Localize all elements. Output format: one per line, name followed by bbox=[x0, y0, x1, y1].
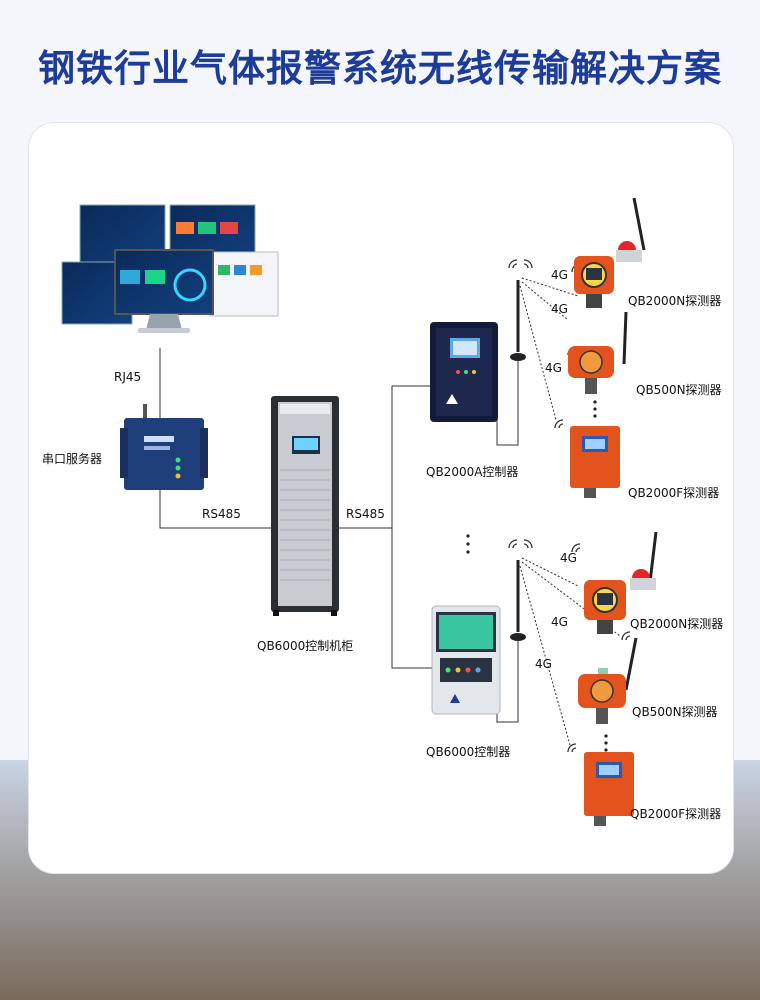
connection-lines bbox=[159, 348, 519, 723]
signal-4g-label: 4G bbox=[551, 615, 568, 629]
detector-qb2000f-bottom bbox=[584, 752, 634, 826]
qb2000a-controller-device bbox=[430, 322, 498, 422]
control-cabinet bbox=[271, 396, 339, 616]
signal-4g-label: 4G bbox=[551, 302, 568, 316]
signal-4g-label: 4G bbox=[560, 551, 577, 565]
antenna-icon bbox=[510, 280, 526, 641]
detector-qb2000n-bottom-label: QB2000N探测器 bbox=[630, 617, 724, 631]
detector-qb500n-top bbox=[568, 311, 628, 394]
detector-qb2000n-bottom bbox=[584, 531, 658, 634]
detector-qb2000f-bottom-label: QB2000F探测器 bbox=[630, 807, 722, 821]
ellipsis-dots bbox=[466, 400, 608, 752]
serial-server-device bbox=[120, 404, 208, 490]
detector-qb500n-top-label: QB500N探测器 bbox=[636, 383, 722, 397]
signal-4g-label: 4G bbox=[545, 361, 562, 375]
rj45-label: RJ45 bbox=[114, 370, 142, 384]
qb2000a-controller-label: QB2000A控制器 bbox=[426, 465, 519, 479]
monitoring-software-screens bbox=[61, 204, 279, 333]
qb6000-controller-label: QB6000控制器 bbox=[426, 745, 511, 759]
detector-qb500n-bottom-label: QB500N探测器 bbox=[632, 705, 718, 719]
signal-4g-label: 4G bbox=[551, 268, 568, 282]
signal-4g-label: 4G bbox=[535, 657, 552, 671]
detector-qb2000n-top-label: QB2000N探测器 bbox=[628, 294, 722, 308]
detector-qb2000f-top-label: QB2000F探测器 bbox=[628, 486, 720, 500]
detector-qb2000f-top bbox=[570, 426, 620, 498]
rs485-left-label: RS485 bbox=[202, 507, 241, 521]
rs485-right-label: RS485 bbox=[346, 507, 385, 521]
serial-server-label: 串口服务器 bbox=[42, 452, 103, 466]
qb6000-controller-device bbox=[431, 605, 501, 715]
detector-qb500n-bottom bbox=[578, 637, 638, 724]
cabinet-label: QB6000控制机柜 bbox=[257, 639, 354, 653]
wireless-links bbox=[519, 277, 621, 746]
page-title: 钢铁行业气体报警系统无线传输解决方案 bbox=[38, 47, 722, 90]
wireless-signal-icon bbox=[508, 259, 631, 753]
detector-qb2000n-top bbox=[574, 197, 646, 308]
